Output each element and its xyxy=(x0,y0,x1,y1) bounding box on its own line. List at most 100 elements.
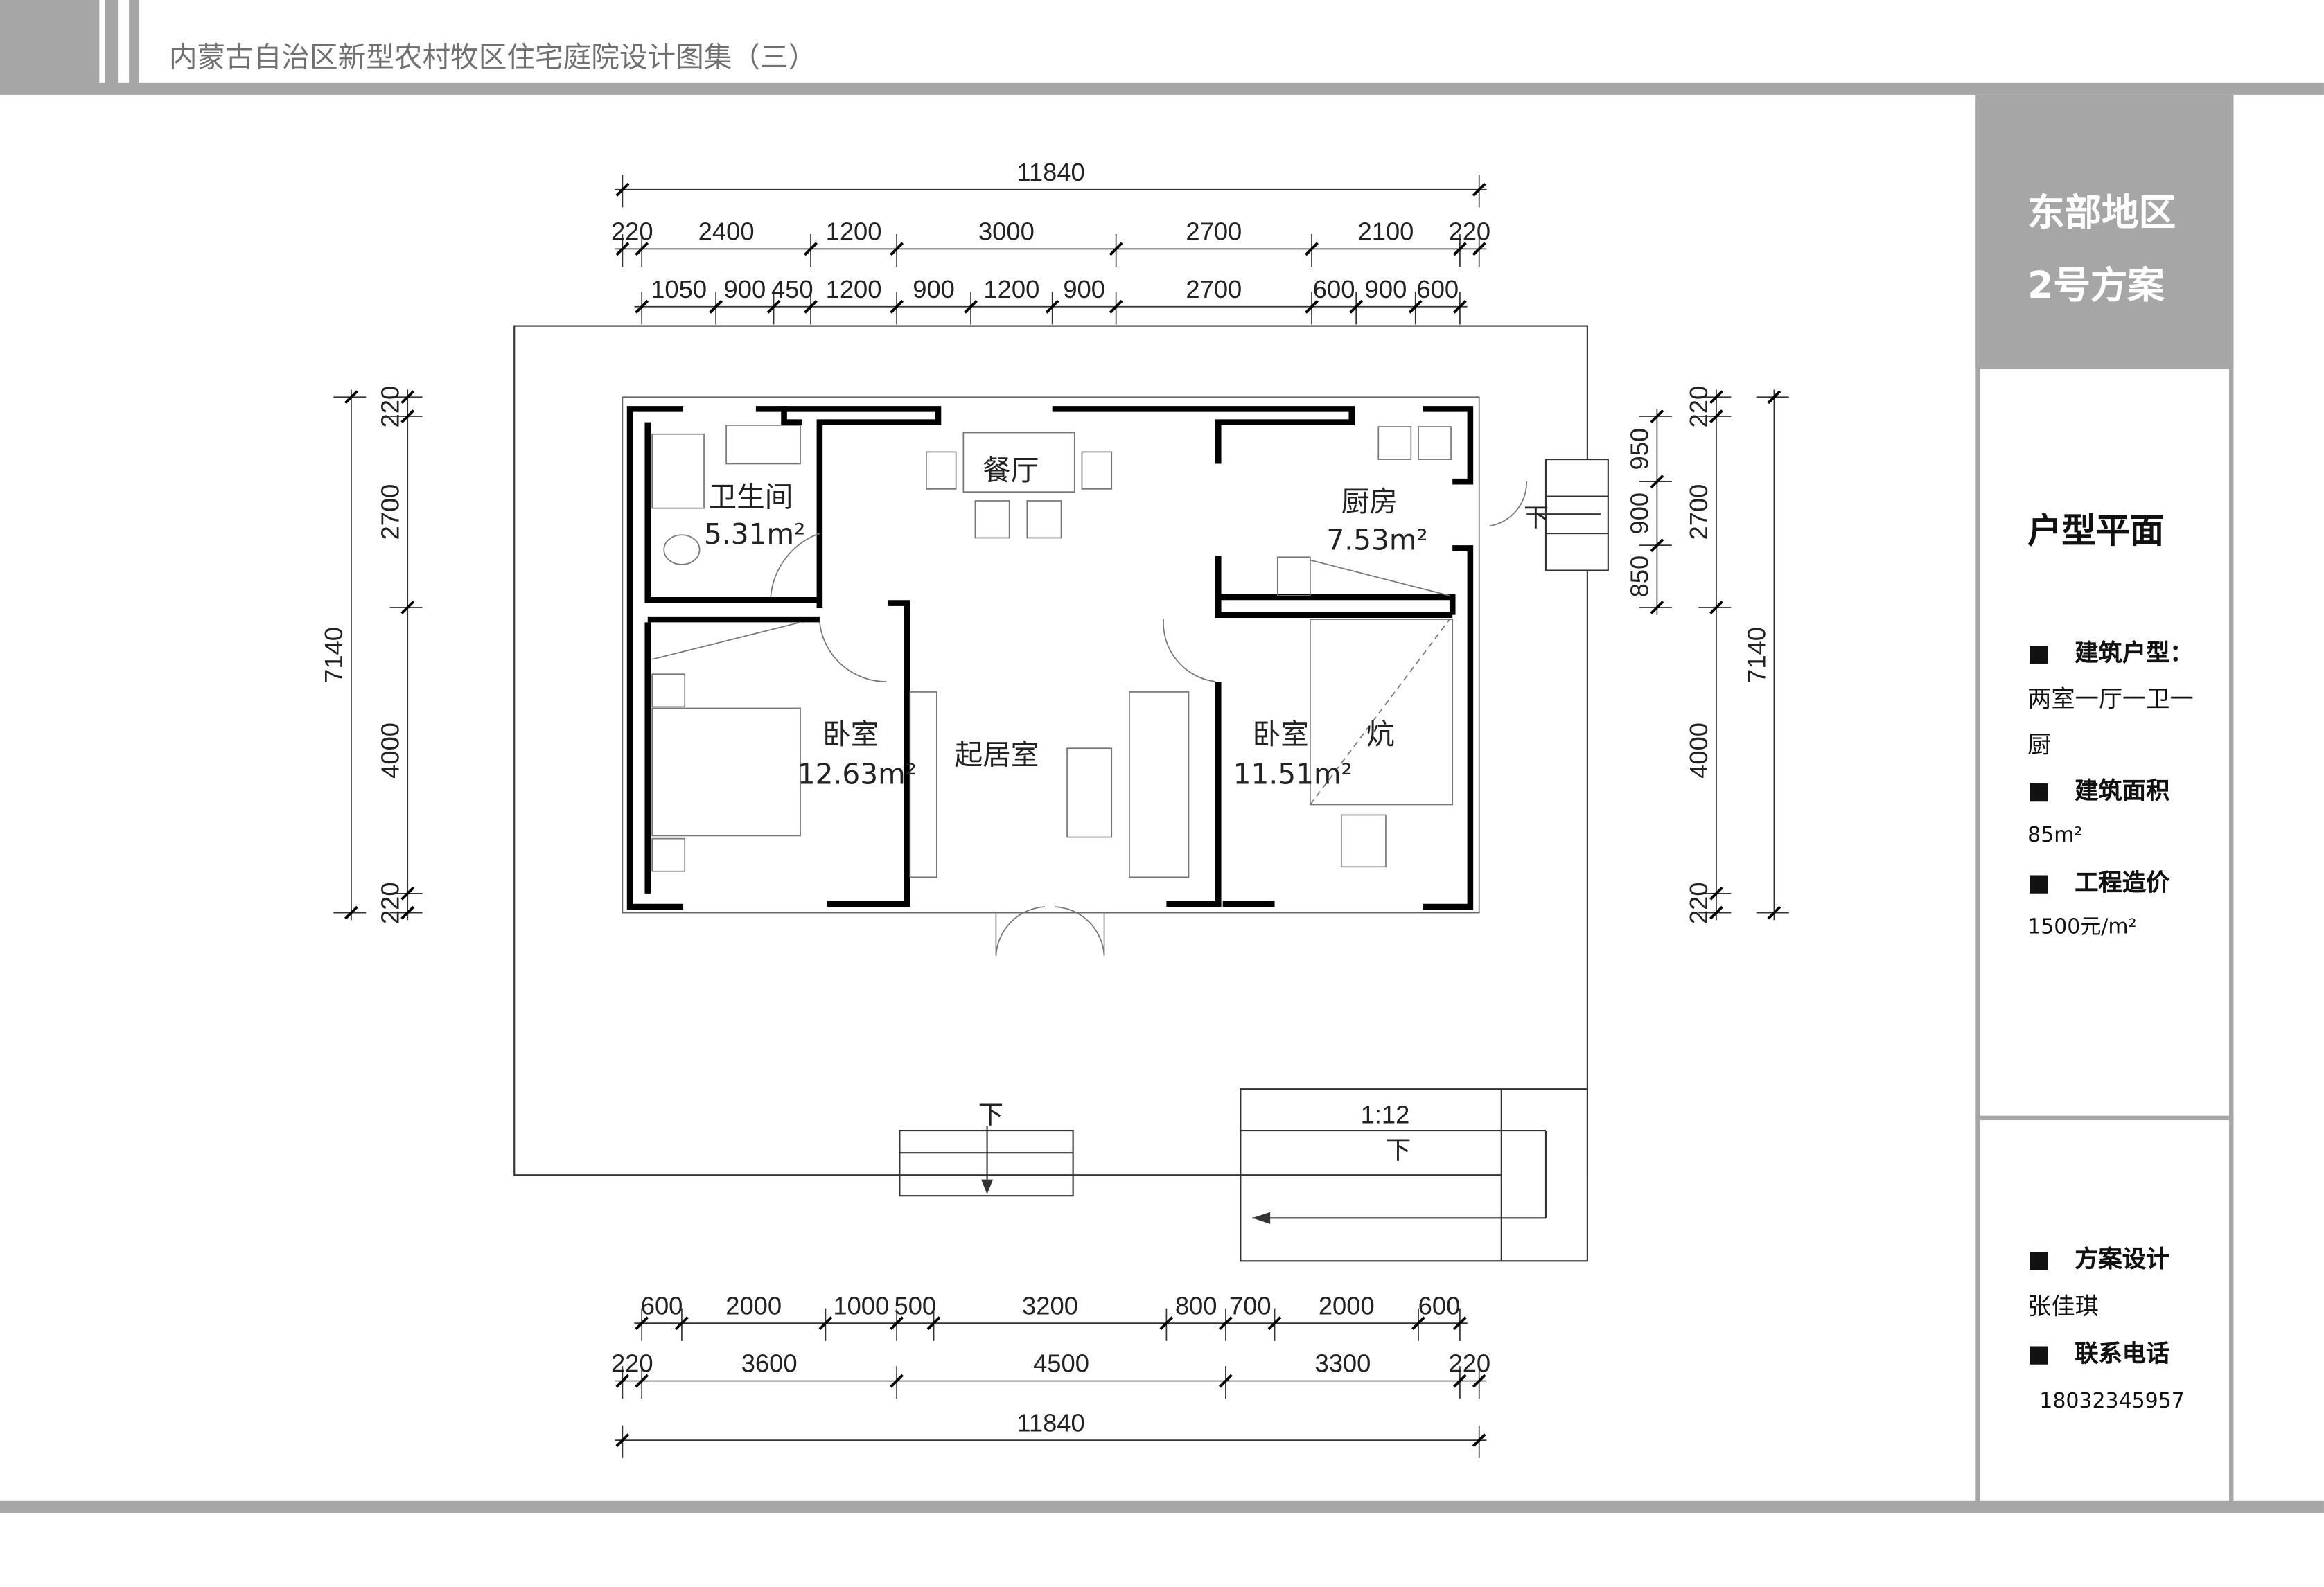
dimension-tick xyxy=(1452,242,1467,256)
kitchen-steps-down-label: 下 xyxy=(1524,503,1549,531)
dimension-tick xyxy=(400,390,415,405)
dimension-label: 4000 xyxy=(376,722,404,779)
bullet-icon: ■ xyxy=(2027,1244,2050,1273)
region-label: 东部地区 xyxy=(2027,190,2176,234)
section-title: 户型平面 xyxy=(2027,513,2164,551)
dimension-label: 2000 xyxy=(1319,1291,1375,1320)
dimension-tick xyxy=(1709,601,1723,614)
dimension-tick xyxy=(1267,1316,1282,1331)
dimension-label: 220 xyxy=(1684,386,1713,428)
dimension-tick xyxy=(1472,182,1486,197)
dimension-label: 900 xyxy=(1365,275,1407,303)
dimension-tick xyxy=(804,242,818,256)
dimension-label: 220 xyxy=(1684,882,1713,924)
dimension-tick xyxy=(400,601,415,614)
dimension-label: 900 xyxy=(1063,275,1105,303)
sidebar-border xyxy=(1975,94,1980,1502)
bullet-icon: ■ xyxy=(2027,638,2050,667)
dimension-tick xyxy=(1109,299,1123,314)
dimension-tick xyxy=(1472,1433,1486,1448)
dimension-label: 2700 xyxy=(1186,218,1242,246)
spec-list: ■ 建筑户型： 两室一厅一卫一厨 ■ 建筑面积 85m² ■ 工程造价 1500… xyxy=(2027,630,2206,951)
spec-label-type: 建筑户型： xyxy=(2075,638,2194,667)
dimension-label: 1200 xyxy=(826,275,882,303)
footer-rule xyxy=(0,1500,2324,1513)
dimension-tick xyxy=(890,1374,904,1388)
room-area-bedroom-right: 11.51m² xyxy=(1233,758,1353,791)
dimension-label: 2700 xyxy=(1684,484,1713,540)
dimension-tick xyxy=(675,1316,689,1331)
dimension-tick xyxy=(1709,905,1723,920)
header-rule xyxy=(0,82,2324,95)
dimension-label: 900 xyxy=(1626,493,1654,535)
fixtures xyxy=(651,425,1528,956)
spec-label-area: 建筑面积 xyxy=(2075,776,2170,805)
dimension-label: 220 xyxy=(1448,1349,1490,1378)
dimension-tick xyxy=(615,1433,630,1448)
dimension-label: 600 xyxy=(1418,1291,1461,1320)
designer-label: 方案设计 xyxy=(2075,1244,2170,1273)
dimension-label: 4000 xyxy=(1684,722,1713,779)
dimension-tick xyxy=(615,242,630,256)
dimension-tick xyxy=(400,409,415,423)
dimension-tick xyxy=(709,299,723,314)
dimension-label: 1200 xyxy=(826,218,882,246)
dimension-label: 7140 xyxy=(1743,627,1771,683)
dimension-tick xyxy=(1045,299,1059,314)
room-name-bedroom-left: 卧室 xyxy=(822,718,879,751)
bullet-icon: ■ xyxy=(2027,776,2050,805)
designer-name: 张佳琪 xyxy=(2027,1292,2099,1320)
room-name-bedroom-right: 卧室 xyxy=(1252,718,1308,751)
dimension-tick xyxy=(635,1374,649,1388)
dimension-tick xyxy=(1452,1374,1467,1388)
phone-number: 18032345957 xyxy=(2039,1390,2185,1414)
dimension-tick xyxy=(1767,905,1781,920)
dimension-label: 3600 xyxy=(741,1349,798,1378)
room-name-dining: 餐厅 xyxy=(983,454,1039,487)
dimension-label: 2700 xyxy=(376,484,404,540)
dimension-label: 950 xyxy=(1626,428,1654,470)
dimension-tick xyxy=(1767,390,1781,405)
dimension-label: 2100 xyxy=(1358,218,1414,246)
ramp-down-label: 下 xyxy=(1386,1136,1411,1164)
dimension-tick xyxy=(1452,1316,1467,1331)
dimension-tick xyxy=(635,242,649,256)
dimension-label: 7140 xyxy=(319,627,348,683)
dimension-label: 220 xyxy=(376,386,404,428)
header-block xyxy=(0,0,100,85)
dimension-tick xyxy=(1408,299,1423,314)
bullet-icon: ■ xyxy=(2027,868,2050,897)
dimension-label: 2000 xyxy=(725,1291,782,1320)
dimension-label: 850 xyxy=(1626,556,1654,598)
dimension-label: 11840 xyxy=(1016,1408,1084,1437)
dimension-label: 220 xyxy=(376,882,404,924)
dimension-tick xyxy=(1472,1374,1486,1388)
dimension-tick xyxy=(1709,390,1723,405)
dimension-tick xyxy=(890,242,904,256)
dimension-label: 11840 xyxy=(1016,158,1084,186)
dimension-tick xyxy=(1650,475,1664,489)
dimension-tick xyxy=(1219,1316,1233,1331)
dimension-label: 1000 xyxy=(833,1291,889,1320)
dimension-tick xyxy=(1650,409,1664,423)
sheet-title: 内蒙古自治区新型农村牧区住宅庭院设计图集（三） xyxy=(169,40,816,73)
dimension-label: 600 xyxy=(641,1291,683,1320)
sidebar-header-block xyxy=(1975,94,2234,369)
dimension-tick xyxy=(1159,1316,1174,1331)
dimension-label: 1050 xyxy=(651,275,707,303)
spec-value-type: 两室一厅一卫一厨 xyxy=(2027,684,2194,759)
dimension-tick xyxy=(1305,242,1319,256)
dimension-label: 450 xyxy=(771,275,813,303)
dimension-tick xyxy=(890,299,904,314)
dimension-label: 220 xyxy=(611,218,653,246)
dimension-tick xyxy=(400,905,415,920)
dimension-tick xyxy=(1109,242,1123,256)
header-stripe xyxy=(105,0,119,85)
dimension-tick xyxy=(635,1316,649,1331)
dimension-tick xyxy=(400,886,415,901)
room-name-bathroom: 卫生间 xyxy=(708,481,793,514)
phone-label: 联系电话 xyxy=(2075,1339,2170,1368)
spec-value-cost: 1500元/m² xyxy=(2027,915,2137,940)
dimension-tick xyxy=(635,299,649,314)
